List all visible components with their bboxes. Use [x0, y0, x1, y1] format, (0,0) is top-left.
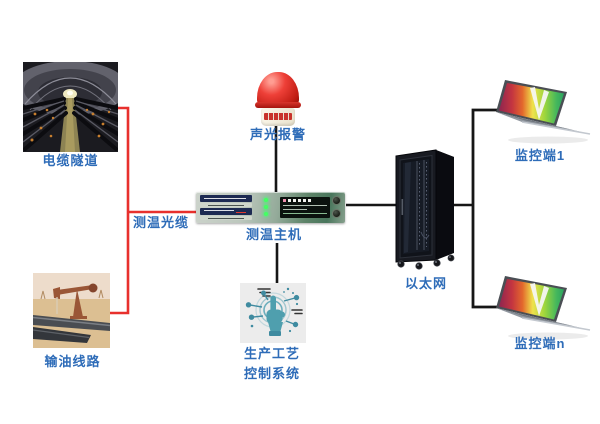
process-control-label-line1: 生产工艺	[243, 346, 300, 361]
alarm-base	[261, 108, 295, 126]
alarm-beacon	[255, 72, 301, 126]
host-led-3	[264, 212, 268, 216]
host-display-text-1	[283, 205, 327, 206]
ethernet-label: 以太网	[404, 276, 447, 291]
alarm-label-band	[264, 113, 292, 120]
host-display-text-3	[283, 213, 327, 214]
host-display	[280, 197, 330, 218]
host-knob-bottom	[332, 209, 341, 218]
host-label: 测温主机	[245, 227, 302, 242]
laptop-monitor-1	[496, 80, 591, 146]
host-led-2	[264, 205, 268, 209]
host-strip-top	[200, 203, 252, 207]
host-led-1	[264, 198, 268, 202]
cable-tunnel-label: 电缆隧道	[42, 153, 99, 168]
alarm-label: 声光报警	[249, 127, 306, 142]
server-rack-icon	[395, 149, 455, 270]
line-rack-monitors	[471, 108, 505, 309]
monitor-1-label: 监控端1	[514, 148, 566, 163]
laptop-monitor-n	[496, 276, 591, 342]
cable-tunnel-icon	[23, 62, 118, 152]
host-display-leds	[283, 199, 330, 202]
alarm-dome-icon	[257, 72, 299, 105]
process-control-icon-box	[240, 283, 306, 343]
host-nameplate-bottom	[200, 208, 252, 215]
server-rack	[391, 147, 461, 271]
cable-tunnel-photo	[23, 62, 118, 152]
fiber-line-tunnel-oil	[110, 106, 130, 315]
oil-pipeline-photo	[33, 273, 110, 348]
alarm-flange	[255, 102, 301, 108]
host-knob-top	[332, 196, 341, 205]
oil-pipeline-icon	[33, 273, 110, 348]
oil-pipeline-label: 输油线路	[44, 354, 101, 369]
temperature-host-device	[196, 192, 345, 223]
fiber-cable-label: 测温光缆	[133, 215, 190, 230]
laptop-icon	[496, 80, 591, 144]
laptop-icon	[496, 276, 591, 340]
host-nameplate-top	[200, 195, 252, 202]
host-strip-bottom	[200, 216, 252, 220]
monitor-n-label: 监控端n	[514, 336, 566, 351]
process-control-label-line2: 控制系统	[243, 366, 300, 381]
touch-control-icon	[245, 287, 303, 336]
host-display-text-2	[283, 209, 307, 210]
